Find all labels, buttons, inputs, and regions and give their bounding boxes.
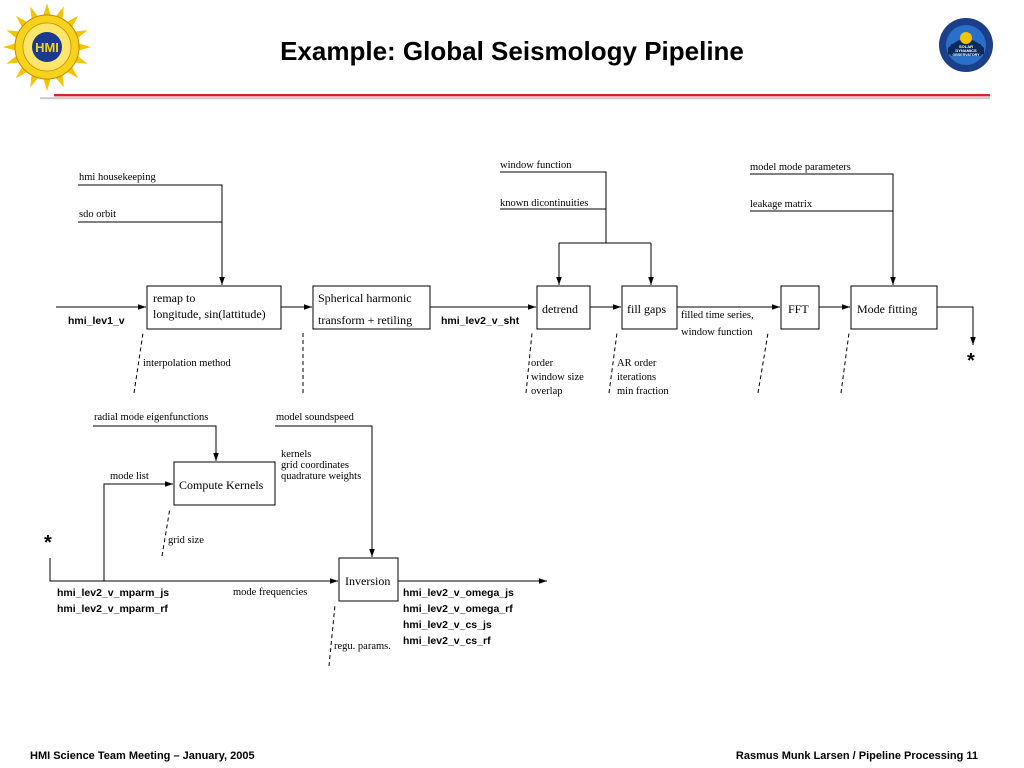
series-cs-js: hmi_lev2_v_cs_js	[403, 619, 492, 631]
slide-title: Example: Global Seismology Pipeline	[280, 36, 744, 66]
param-regu: regu. params.	[334, 641, 391, 652]
series-lev2-sht: hmi_lev2_v_sht	[441, 315, 520, 327]
box-remap-line2: longitude, sin(lattitude)	[153, 307, 266, 321]
series-omega-js: hmi_lev2_v_omega_js	[403, 587, 514, 599]
param-detrend-overlap: overlap	[531, 386, 563, 397]
box-mode-fitting: Mode fitting	[857, 302, 917, 316]
series-cs-rf: hmi_lev2_v_cs_rf	[403, 635, 491, 647]
input-sdo-orbit: sdo orbit	[79, 209, 116, 220]
box-fft: FFT	[788, 302, 809, 316]
sun-ray	[42, 3, 52, 18]
series-omega-rf: hmi_lev2_v_omega_rf	[403, 603, 513, 615]
box-fill-gaps: fill gaps	[627, 302, 666, 316]
sun-ray	[42, 76, 52, 91]
box-remap-line1: remap to	[153, 291, 195, 305]
input-radial-eigenfunctions: radial mode eigenfunctions	[94, 412, 208, 423]
input-window-function: window function	[500, 160, 572, 171]
kernel-output-kernels: kernels	[281, 449, 311, 460]
sun-ray	[3, 42, 18, 52]
param-interpolation: interpolation method	[143, 358, 232, 369]
continuation-star-top: *	[967, 350, 975, 372]
hmi-logo-text: HMI	[35, 40, 59, 55]
kernel-output-quadrature: quadrature weights	[281, 471, 361, 482]
continuation-star-bottom: *	[44, 532, 52, 554]
label-filled-line1: filled time series,	[681, 310, 754, 321]
param-detrend-window: window size	[531, 372, 584, 383]
footer-meeting: HMI Science Team Meeting – January, 2005	[30, 750, 255, 762]
series-mparm-rf: hmi_lev2_v_mparm_rf	[57, 603, 168, 615]
input-known-discontinuities: known dicontinuities	[500, 198, 588, 209]
svg-text:SOLAR: SOLAR	[959, 44, 973, 49]
param-fill-min-fraction: min fraction	[617, 386, 669, 397]
box-compute-kernels: Compute Kernels	[179, 478, 264, 492]
label-filled-line2: window function	[681, 327, 753, 338]
box-inversion: Inversion	[345, 574, 390, 588]
param-fill-ar-order: AR order	[617, 358, 657, 369]
input-hmi-housekeeping: hmi housekeeping	[79, 172, 156, 183]
svg-text:DYNAMICS: DYNAMICS	[955, 48, 977, 53]
hmi-logo: HMI	[3, 3, 91, 91]
box-detrend: detrend	[542, 302, 578, 316]
input-leakage-matrix: leakage matrix	[750, 199, 813, 210]
kernel-output-grid: grid coordinates	[281, 460, 349, 471]
param-grid-size: grid size	[168, 535, 204, 546]
sun-ray	[76, 42, 91, 52]
label-mode-frequencies: mode frequencies	[233, 587, 307, 598]
title-rule	[40, 94, 990, 100]
series-lev1: hmi_lev1_v	[68, 315, 125, 327]
box-sht-line2: transform + retiling	[318, 313, 412, 327]
input-model-mode-parameters: model mode parameters	[750, 162, 851, 173]
input-model-soundspeed: model soundspeed	[276, 412, 355, 423]
svg-text:OBSERVATORY: OBSERVATORY	[953, 53, 981, 57]
sdo-logo: SOLAR DYNAMICS OBSERVATORY	[939, 18, 993, 72]
input-mode-list: mode list	[110, 471, 149, 482]
footer-author-page: Rasmus Munk Larsen / Pipeline Processing…	[735, 750, 978, 762]
param-detrend-order: order	[531, 358, 554, 369]
box-sht-line1: Spherical harmonic	[318, 291, 412, 305]
param-fill-iterations: iterations	[617, 372, 656, 383]
series-mparm-js: hmi_lev2_v_mparm_js	[57, 587, 169, 599]
